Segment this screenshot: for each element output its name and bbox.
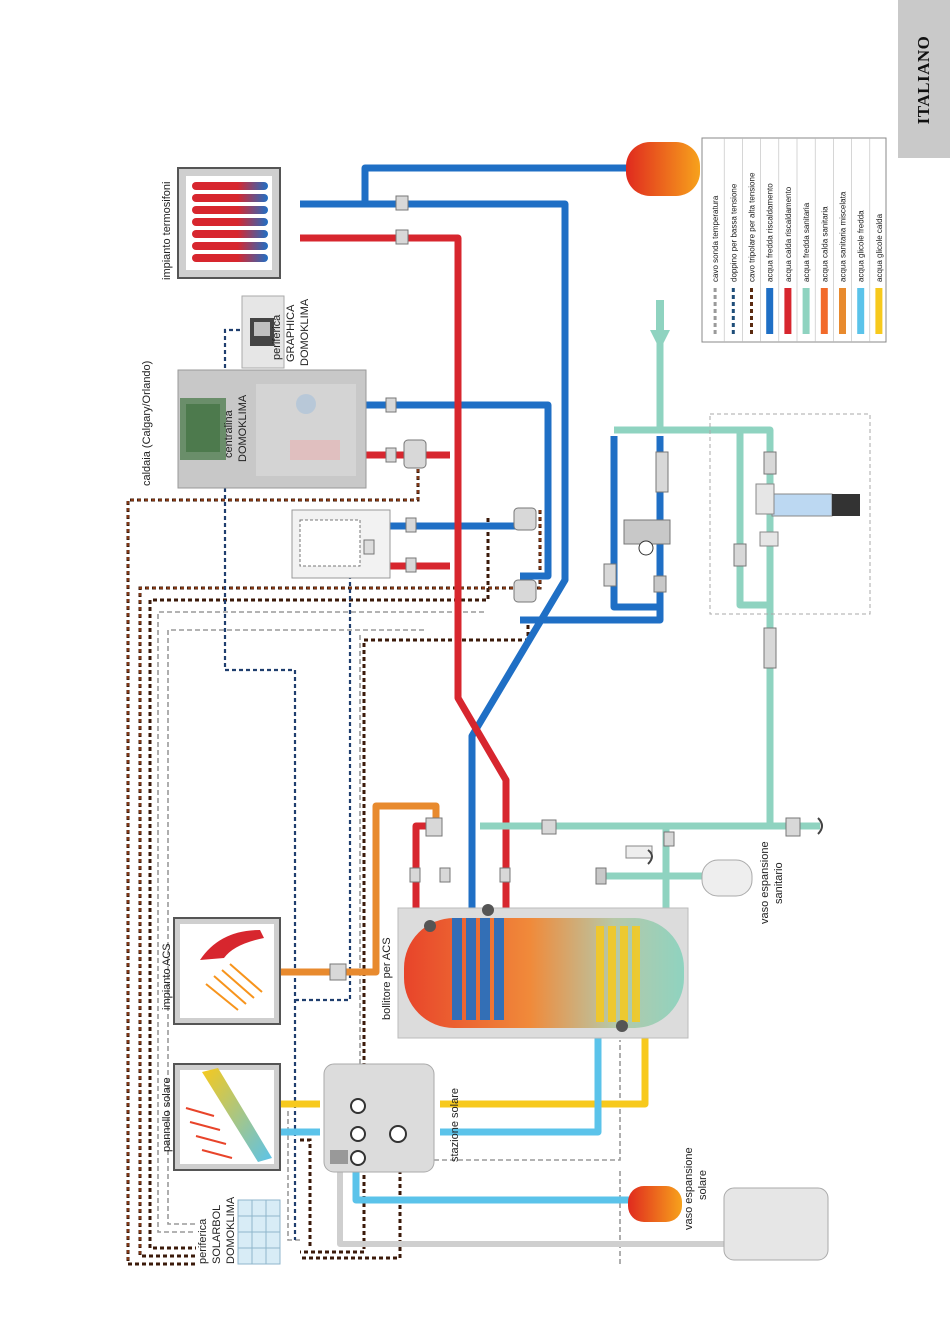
label-pannello-solare: pannello solare bbox=[161, 1077, 173, 1152]
legend-label: acqua calda sanitaria bbox=[820, 206, 829, 282]
legend-label: acqua sanitaria miscelata bbox=[839, 191, 848, 282]
boiler bbox=[177, 369, 367, 489]
legend-item: cavo sonda temperatura bbox=[711, 195, 720, 334]
label-vaso-solare-1: vaso espansione bbox=[683, 1147, 695, 1230]
graphica-device bbox=[241, 295, 285, 369]
control-panel bbox=[291, 509, 391, 579]
legend-label: cavo sonda temperatura bbox=[711, 195, 720, 282]
legend-item: acqua glicole calda bbox=[869, 138, 884, 342]
legend-item: acqua calda sanitaria bbox=[814, 138, 829, 342]
legend-item: doppino per bassa tensione bbox=[723, 138, 738, 342]
solarbol-device bbox=[237, 1199, 281, 1265]
filter-group bbox=[709, 413, 871, 615]
label-graphica-2: GRAPHICA bbox=[285, 304, 297, 362]
legend-item: acqua calda riscaldamento bbox=[778, 138, 793, 342]
solar-panel-box bbox=[173, 1063, 281, 1171]
legend-label: cavo tripolare per alta tensione bbox=[748, 172, 757, 282]
acs-tank bbox=[397, 904, 689, 1039]
label-solarbol-1: periferica bbox=[197, 1218, 209, 1264]
mixing-valve bbox=[623, 519, 671, 593]
sanitary-expansion-vessel bbox=[595, 845, 753, 897]
legend-item: acqua fredda riscaldamento bbox=[760, 138, 775, 342]
legend-item: acqua glicole fredda bbox=[851, 138, 866, 342]
legend-label: acqua glicole calda bbox=[875, 213, 884, 282]
legend-label: acqua fredda riscaldamento bbox=[766, 183, 775, 282]
label-solarbol-3: DOMOKLIMA bbox=[225, 1196, 237, 1264]
label-graphica-1: periferica bbox=[271, 314, 283, 360]
solar-expansion-vessel bbox=[628, 1186, 682, 1222]
label-impianto-acs: impianto ACS bbox=[161, 943, 173, 1010]
faucets bbox=[647, 817, 823, 865]
legend-label: doppino per bassa tensione bbox=[729, 183, 738, 282]
legend-item: acqua fredda sanitaria bbox=[796, 138, 811, 342]
acs-system-box bbox=[173, 917, 281, 1025]
label-stazione-solare: stazione solare bbox=[449, 1088, 461, 1162]
pump-fittings bbox=[329, 195, 801, 981]
legend-label: acqua calda riscaldamento bbox=[784, 186, 793, 282]
legend-label: acqua fredda sanitaria bbox=[802, 202, 811, 282]
label-vaso-sanitario-1: vaso espansione bbox=[759, 841, 771, 924]
label-vaso-sanitario-2: sanitario bbox=[773, 862, 785, 904]
diagram-labels: impianto termosifoni caldaia (Calgary/Or… bbox=[141, 182, 785, 1264]
legend-label: acqua glicole fredda bbox=[857, 210, 866, 282]
language-tab bbox=[898, 0, 950, 158]
label-vaso-solare-2: solare bbox=[697, 1170, 709, 1200]
legend-item: cavo tripolare per alta tensione bbox=[742, 138, 757, 342]
water-inlet-arrow bbox=[650, 300, 670, 350]
label-centralina-brand: DOMOKLIMA bbox=[237, 394, 249, 462]
label-impianto-termosifoni: impianto termosifoni bbox=[161, 182, 173, 280]
label-solarbol-2: SOLARBOL bbox=[211, 1205, 223, 1264]
label-centralina: centralina bbox=[223, 409, 235, 458]
glycol-tank bbox=[723, 1187, 829, 1261]
label-graphica-3: DOMOKLIMA bbox=[299, 298, 311, 366]
label-bollitore: bollitore per ACS bbox=[381, 937, 393, 1020]
legend-item: acqua sanitaria miscelata bbox=[833, 138, 848, 342]
label-caldaia: caldaia (Calgary/Orlando) bbox=[141, 361, 153, 486]
heating-expansion-vessel bbox=[626, 142, 700, 196]
radiator-block bbox=[177, 167, 281, 279]
solar-station bbox=[323, 1063, 435, 1173]
cables bbox=[126, 328, 621, 1266]
legend: cavo sonda temperatura doppino per bassa … bbox=[701, 137, 887, 343]
